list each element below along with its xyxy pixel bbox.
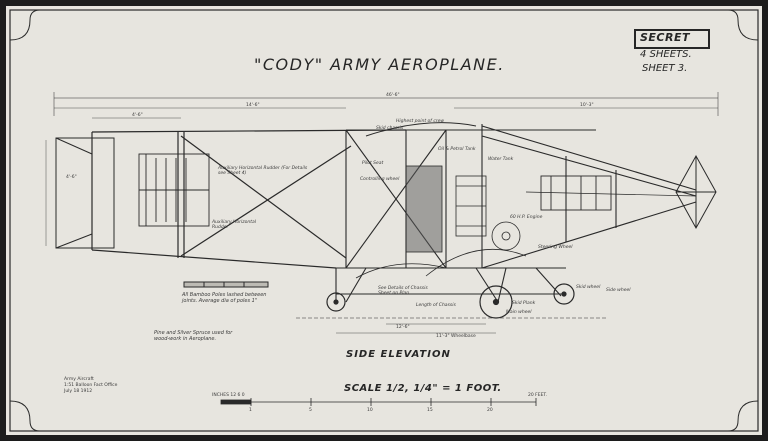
wheels bbox=[326, 283, 575, 319]
scale-bar-start-label: INCHES 12 6 0 bbox=[212, 393, 245, 398]
wood-spruce-note: Pine and Silver Spruce used for wood-wor… bbox=[154, 330, 233, 343]
label-tail-rudder: Auxiliary Horizontal Rudder bbox=[212, 220, 257, 231]
classification-label: SECRET bbox=[640, 31, 690, 44]
scale-tick-1: 1 bbox=[249, 408, 252, 413]
overall-dimension-line bbox=[53, 92, 719, 116]
nose-tip bbox=[675, 154, 717, 230]
label-length-chassis: Length of Chassis bbox=[416, 303, 456, 308]
corner-ornament-tl bbox=[9, 9, 41, 41]
tail-section-dimension: 14'-6" bbox=[246, 103, 260, 108]
label-water-tank: Water Tank bbox=[488, 157, 514, 162]
drawing-title: "CODY" ARMY AEROPLANE. bbox=[254, 55, 505, 74]
tail-rudder bbox=[138, 153, 210, 227]
view-label: SIDE ELEVATION bbox=[346, 349, 451, 360]
scale-tick-5: 5 bbox=[309, 408, 312, 413]
label-skid-wheel: Skid wheel bbox=[576, 285, 601, 290]
label-chassis-note: See Details of Chassis Sheet on Plan bbox=[378, 286, 428, 297]
overall-dimension: 46'-6" bbox=[386, 93, 400, 98]
landing-gear bbox=[335, 248, 566, 303]
tail-height-dimension: 4'-6" bbox=[66, 175, 77, 180]
rear-left-dimension: 4'-6" bbox=[132, 113, 143, 118]
label-highest-point: Highest point of crew bbox=[396, 119, 445, 124]
office-stamp-line-1: Army Aircraft bbox=[64, 377, 94, 382]
scale-tick-15: 15 bbox=[427, 408, 433, 413]
tail-elevator bbox=[55, 137, 115, 249]
scale-bar-end-label: 20 FEET. bbox=[528, 393, 548, 398]
wheelbase-dimension: 11'-3" Wheelbase bbox=[436, 334, 476, 339]
scale-tick-20: 20 bbox=[487, 408, 493, 413]
label-side-wheel: Side wheel bbox=[606, 288, 631, 293]
corner-ornament-br bbox=[727, 400, 759, 432]
chassis-span-dimension: 12'-6" bbox=[396, 325, 410, 330]
label-engine: 60 H.P. Engine bbox=[510, 215, 543, 220]
scale-bar bbox=[220, 398, 537, 406]
label-pilot-seat: Pilot Seat bbox=[362, 161, 384, 166]
label-skid-plank: Skid Plank bbox=[512, 301, 536, 306]
scale-label: SCALE 1/2, 1/4" = 1 FOOT. bbox=[344, 383, 502, 394]
corner-ornament-tr bbox=[727, 9, 759, 41]
office-stamp-line-3: July 18 1912 bbox=[64, 389, 93, 394]
front-section-dimension: 10'-3" bbox=[580, 103, 594, 108]
scale-tick-10: 10 bbox=[367, 408, 373, 413]
sheet-count: 4 SHEETS. bbox=[640, 49, 692, 60]
bamboo-pole-sample bbox=[183, 281, 269, 288]
label-control-wheel: Controlling wheel bbox=[360, 177, 400, 182]
office-stamp-line-2: 1:51 Balloon Fact Office bbox=[64, 383, 118, 388]
section-dimension-lines bbox=[45, 107, 718, 334]
blueprint-sheet: "CODY" ARMY AEROPLANE. SECRET 4 SHEETS. … bbox=[6, 6, 762, 435]
label-oil-petrol-tank: Oil & Petrol Tank bbox=[438, 147, 476, 152]
sheet-border bbox=[9, 9, 759, 432]
corner-ornament-bl bbox=[9, 400, 41, 432]
engine-block bbox=[405, 165, 521, 253]
bamboo-pole-note: All Bamboo Poles lashed between joints. … bbox=[182, 292, 267, 305]
side-elevation-drawing bbox=[9, 9, 759, 432]
classification-box bbox=[634, 29, 710, 49]
front-elevator bbox=[540, 175, 612, 211]
label-elevator: Auxiliary Horizontal Rudder (For Details… bbox=[218, 166, 308, 177]
sheet-number: SHEET 3. bbox=[642, 63, 688, 74]
label-main-wheel: Main wheel bbox=[506, 310, 532, 315]
label-steering-wheel: Steering Wheel bbox=[538, 245, 573, 250]
label-skid-chassis: Skid chassis bbox=[376, 126, 404, 131]
front-booms bbox=[481, 125, 697, 269]
